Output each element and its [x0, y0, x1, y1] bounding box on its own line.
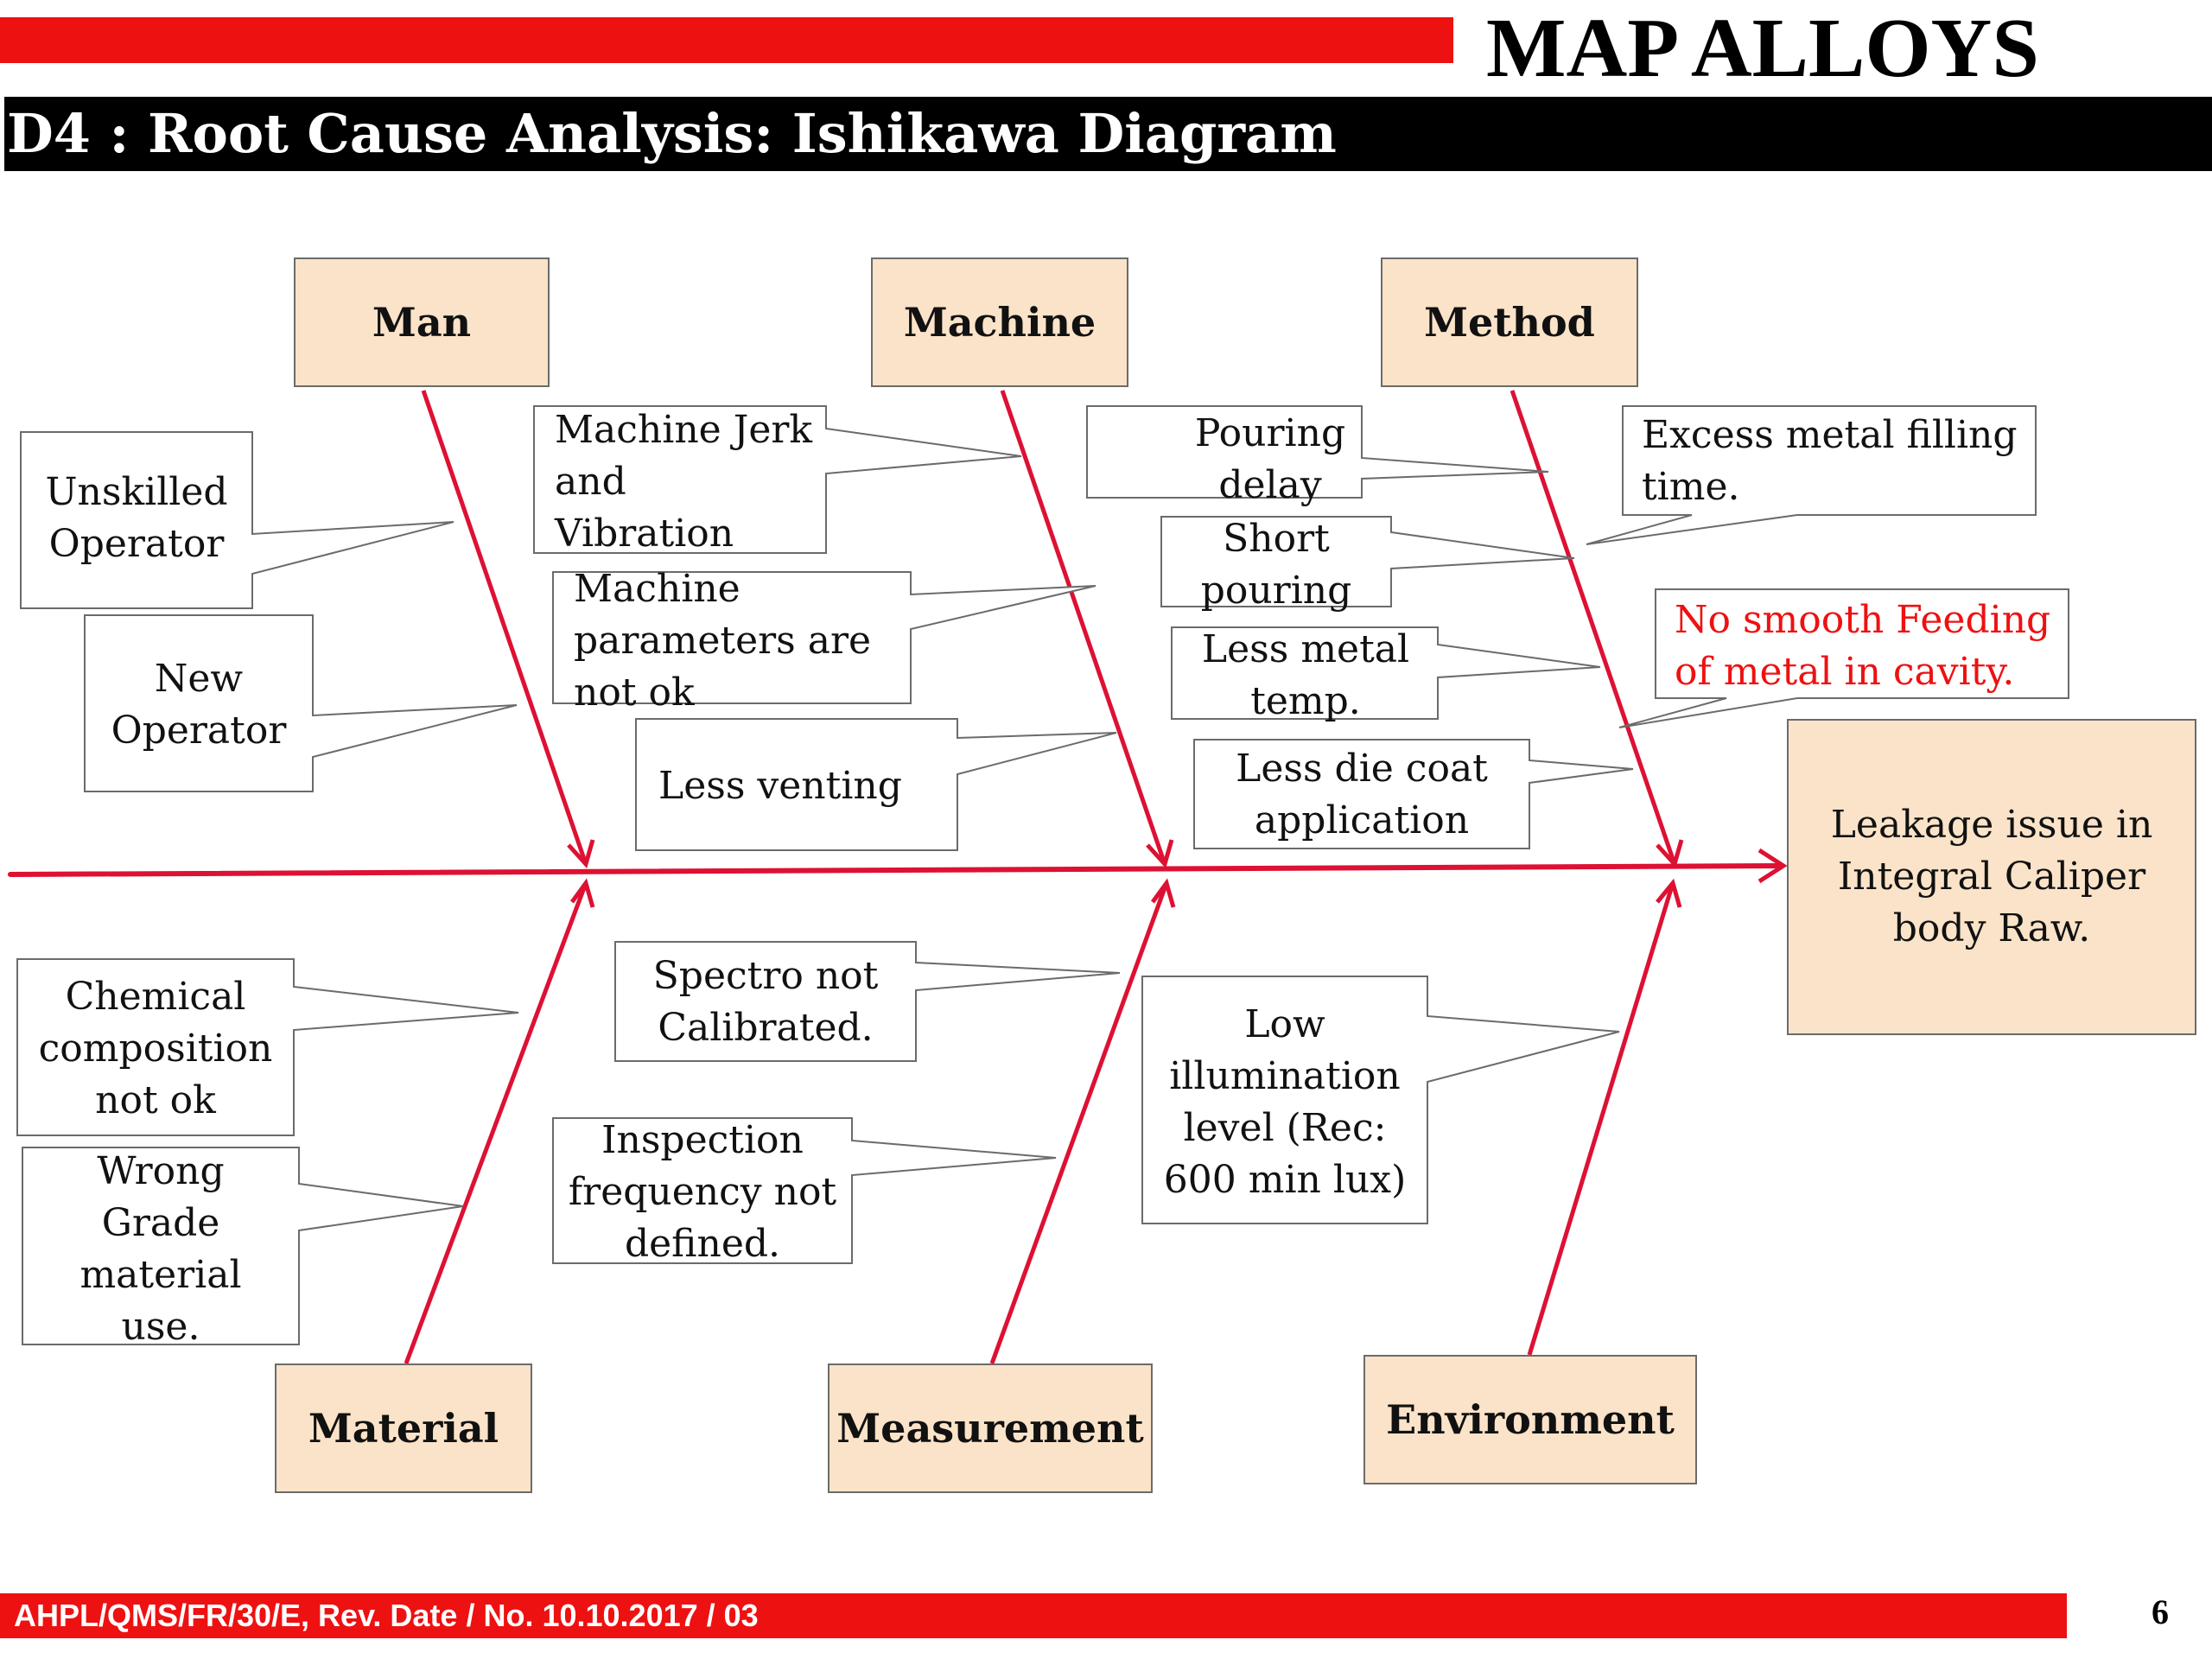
callout-less-venting [635, 718, 1117, 851]
cause-short-pouring: Short pouring [1200, 517, 1352, 613]
page-number: 6 [2152, 1592, 2169, 1631]
spine-line [8, 863, 1784, 877]
effect-problem-box: Leakage issue in Integral Caliper body R… [1787, 719, 2196, 1035]
rib-machine [1000, 390, 1167, 865]
cause-machine-parameters: Machine parameters are not ok [574, 567, 872, 715]
cause-new-operator: New Operator [111, 657, 287, 753]
callout-wrong-grade [22, 1147, 464, 1345]
rib-environment-arrowhead [1656, 878, 1682, 908]
callout-short-pouring [1160, 516, 1575, 607]
footer-red-bar [0, 1593, 2067, 1638]
rib-man [421, 390, 588, 865]
callout-pouring-delay [1086, 405, 1549, 499]
cause-less-metal-temp: Less metal temp. [1201, 627, 1410, 723]
callout-low-illumination [1141, 976, 1620, 1224]
category-measurement: Measurement [828, 1363, 1153, 1493]
callout-excess-metal-filling [1586, 405, 2037, 545]
spine-arrowhead [1758, 848, 1788, 884]
callout-no-smooth-feeding [1618, 588, 2069, 728]
callout-spectro [614, 941, 1121, 1062]
cause-machine-jerk: Machine Jerk and Vibration [555, 408, 813, 556]
rib-method-arrowhead [1656, 839, 1684, 869]
cause-chemical-composition: Chemical composition not ok [38, 975, 273, 1122]
cause-low-illumination: Low illumination level (Rec: 600 min lux… [1163, 1002, 1407, 1202]
cause-unskilled-operator: Unskilled Operator [45, 470, 228, 566]
callout-unskilled-operator [20, 431, 454, 609]
callout-new-operator [84, 614, 518, 792]
brand-name: MAP ALLOYS [1486, 2, 2039, 95]
cause-excess-metal-filling: Excess metal filling time. [1642, 413, 2018, 509]
rib-machine-arrowhead [1146, 839, 1174, 869]
cause-inspection-frequency: Inspection frequency not defined. [568, 1118, 837, 1266]
callout-machine-parameters [552, 571, 1096, 704]
cause-less-venting: Less venting [658, 764, 902, 808]
title-bar [4, 97, 2212, 171]
category-man: Man [294, 257, 550, 387]
cause-no-smooth-feeding: No smooth Feeding of metal in cavity. [1675, 598, 2051, 694]
cause-less-die-coat: Less die coat application [1236, 747, 1488, 842]
header-red-bar [0, 17, 1453, 63]
rib-man-arrowhead [567, 839, 595, 869]
callout-chemical-composition [16, 958, 519, 1136]
cause-pouring-delay: Pouring delay [1194, 411, 1346, 507]
callout-machine-jerk [533, 405, 1022, 554]
rib-material-arrowhead [569, 878, 595, 908]
rib-measurement [989, 882, 1169, 1364]
category-environment: Environment [1363, 1355, 1697, 1484]
slide-title: D4 : Root Cause Analysis: Ishikawa Diagr… [7, 102, 1337, 165]
category-machine: Machine [871, 257, 1128, 387]
category-method: Method [1381, 257, 1638, 387]
rib-material [404, 882, 588, 1364]
rib-measurement-arrowhead [1150, 878, 1176, 908]
cause-wrong-grade: Wrong Grade material use. [79, 1149, 242, 1349]
callout-less-die-coat [1193, 739, 1634, 849]
footer-document-reference: AHPL/QMS/FR/30/E, Rev. Date / No. 10.10.… [14, 1598, 759, 1633]
callout-less-metal-temp [1171, 626, 1601, 720]
callout-inspection-frequency [552, 1117, 1057, 1264]
rib-environment [1527, 882, 1675, 1356]
rib-method [1510, 390, 1677, 865]
cause-spectro: Spectro not Calibrated. [652, 954, 879, 1050]
category-material: Material [275, 1363, 532, 1493]
